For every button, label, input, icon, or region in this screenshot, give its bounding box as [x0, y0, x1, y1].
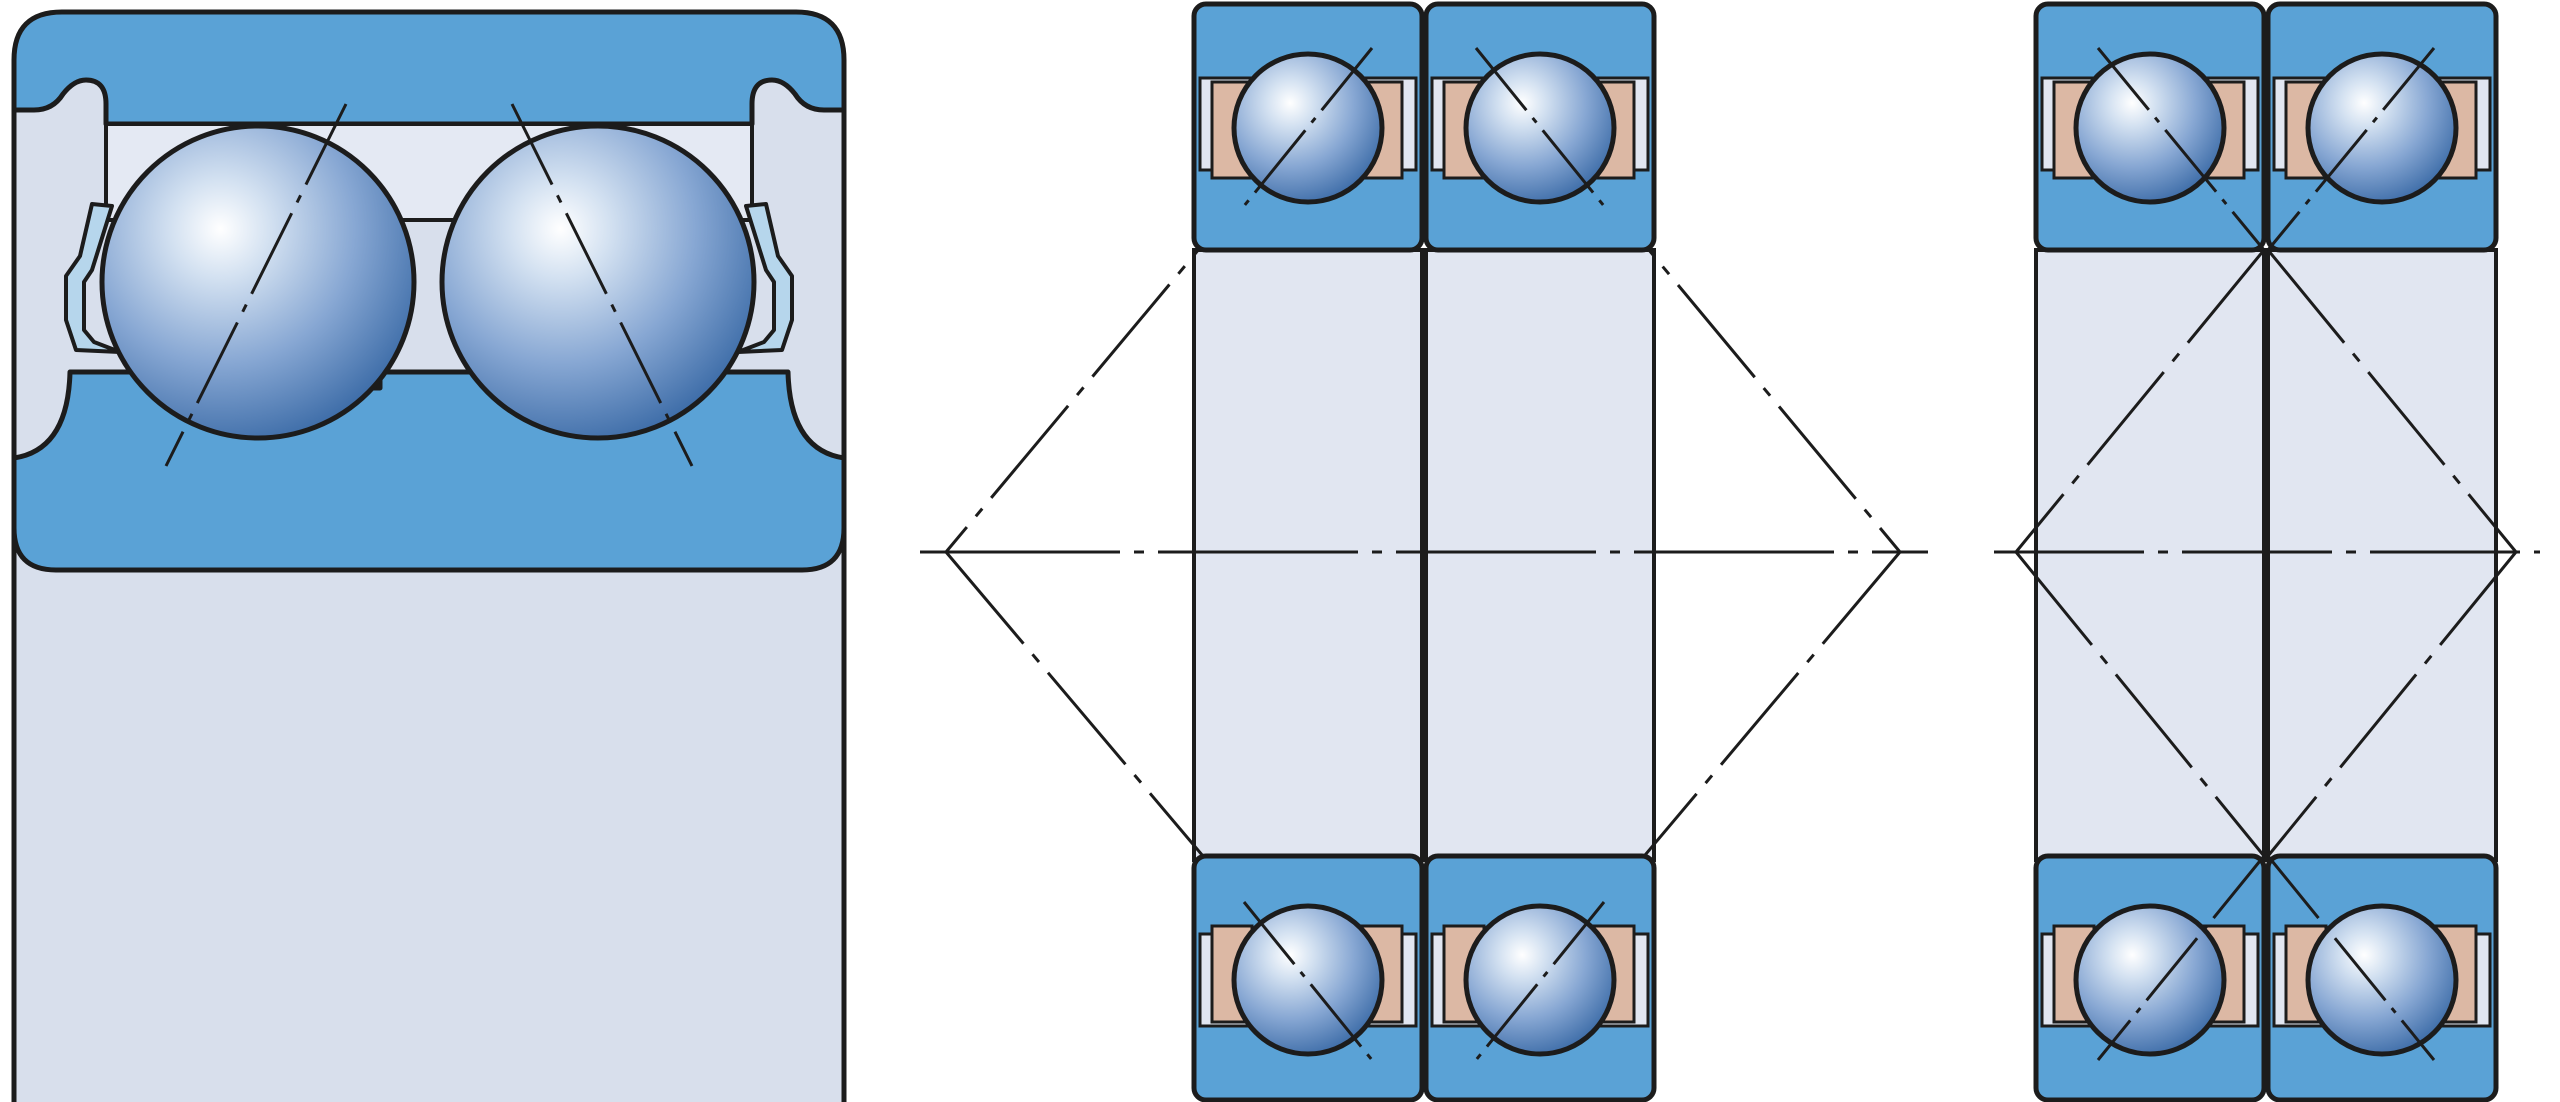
- contact-bottom-left: [1242, 901, 1374, 1061]
- bearing-x-bottom-right: [2265, 853, 2499, 1102]
- right-seal: [736, 202, 794, 354]
- x-line-4: [2266, 551, 2518, 857]
- bore-area-x-left: [2034, 248, 2266, 862]
- x-contact-top-left: [2096, 47, 2266, 251]
- left-seal: [64, 202, 122, 354]
- bearing-top-right: [1423, 1, 1657, 253]
- x-contact-bottom-right: [2266, 855, 2436, 1061]
- contact-top-left: [1242, 47, 1374, 207]
- contact-top-right: [1474, 47, 1606, 207]
- outer-ring: [11, 9, 847, 127]
- bearing-bottom-right: [1423, 853, 1657, 1102]
- bearing-x-bottom-left: [2033, 853, 2267, 1102]
- inner-ring: [11, 369, 847, 573]
- back-to-back-view: [920, 1, 1928, 1102]
- bearing-top-left: [1191, 1, 1425, 253]
- ball-right-row: [439, 123, 757, 441]
- x-contact-bottom-left: [2096, 855, 2266, 1061]
- x-line-3: [2266, 249, 2518, 553]
- x-contact-top-right: [2266, 47, 2436, 251]
- face-to-face-view: [1994, 1, 2540, 1102]
- bearing-bottom-left: [1191, 853, 1425, 1102]
- contact-line-left: [164, 103, 348, 467]
- x-line-2: [2014, 551, 2266, 857]
- bore-area-left: [1192, 248, 1424, 862]
- x-line-1: [2014, 249, 2266, 553]
- contact-bottom-right: [1474, 901, 1606, 1061]
- contact-line-right: [510, 103, 694, 467]
- double-row-bearing-view: [11, 9, 847, 1102]
- bearing-x-top-right: [2265, 1, 2499, 253]
- bore-area-right: [1424, 248, 1656, 862]
- bore-area-x-right: [2266, 248, 2498, 862]
- bearing-x-top-left: [2033, 1, 2267, 253]
